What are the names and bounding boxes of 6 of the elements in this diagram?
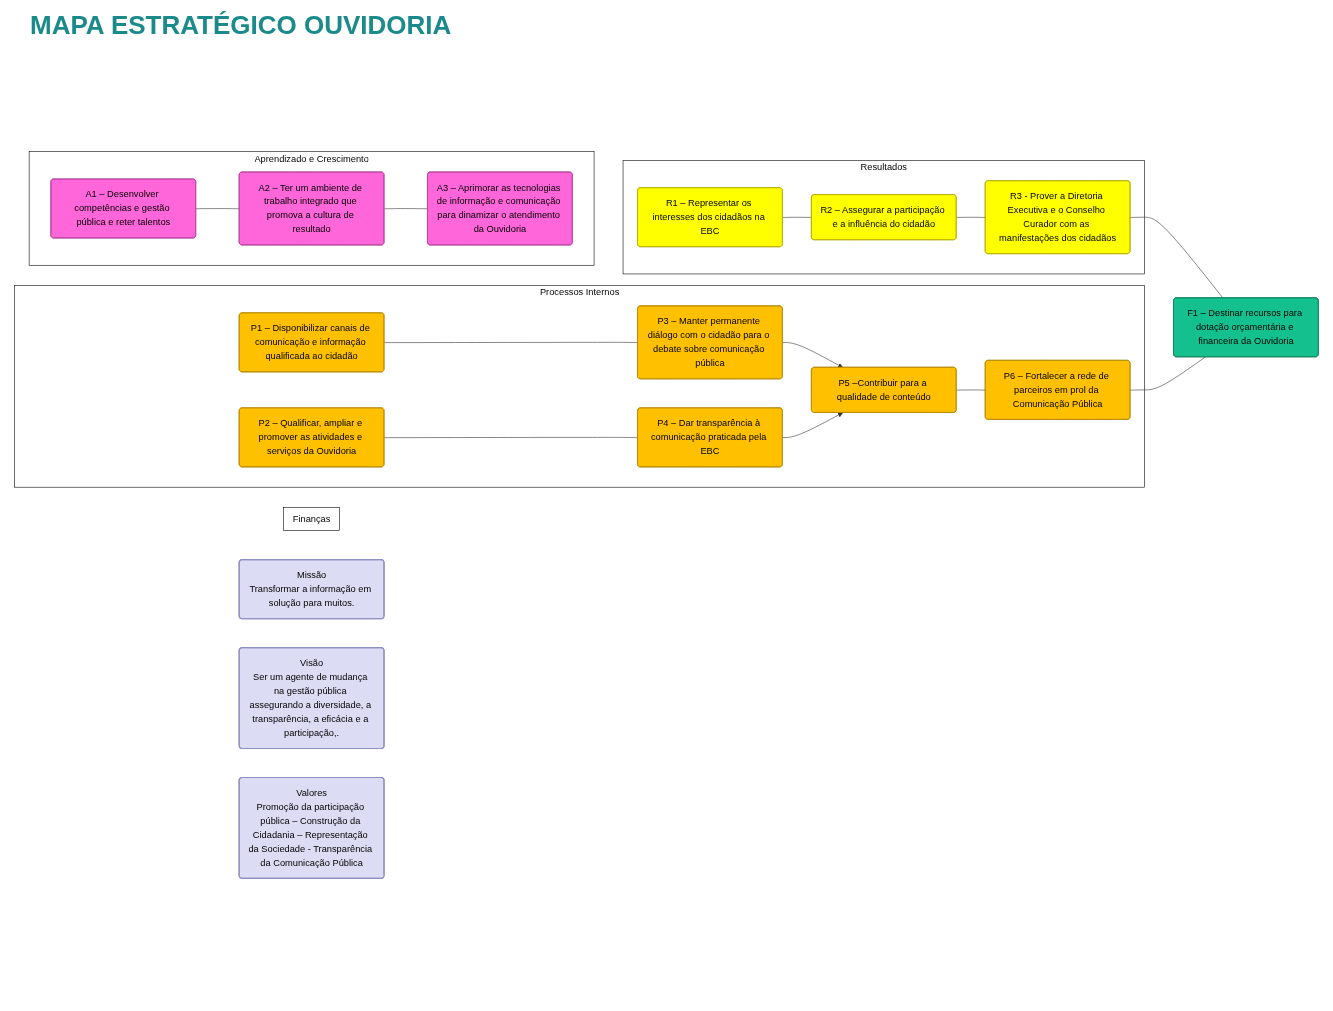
connector (384, 437, 639, 438)
connector (384, 342, 639, 343)
node-box: Finanças (283, 507, 340, 531)
connector (1130, 356, 1206, 391)
diagram-title: MAPA ESTRATÉGICO OUVIDORIA (30, 10, 453, 41)
connector (1130, 216, 1224, 299)
